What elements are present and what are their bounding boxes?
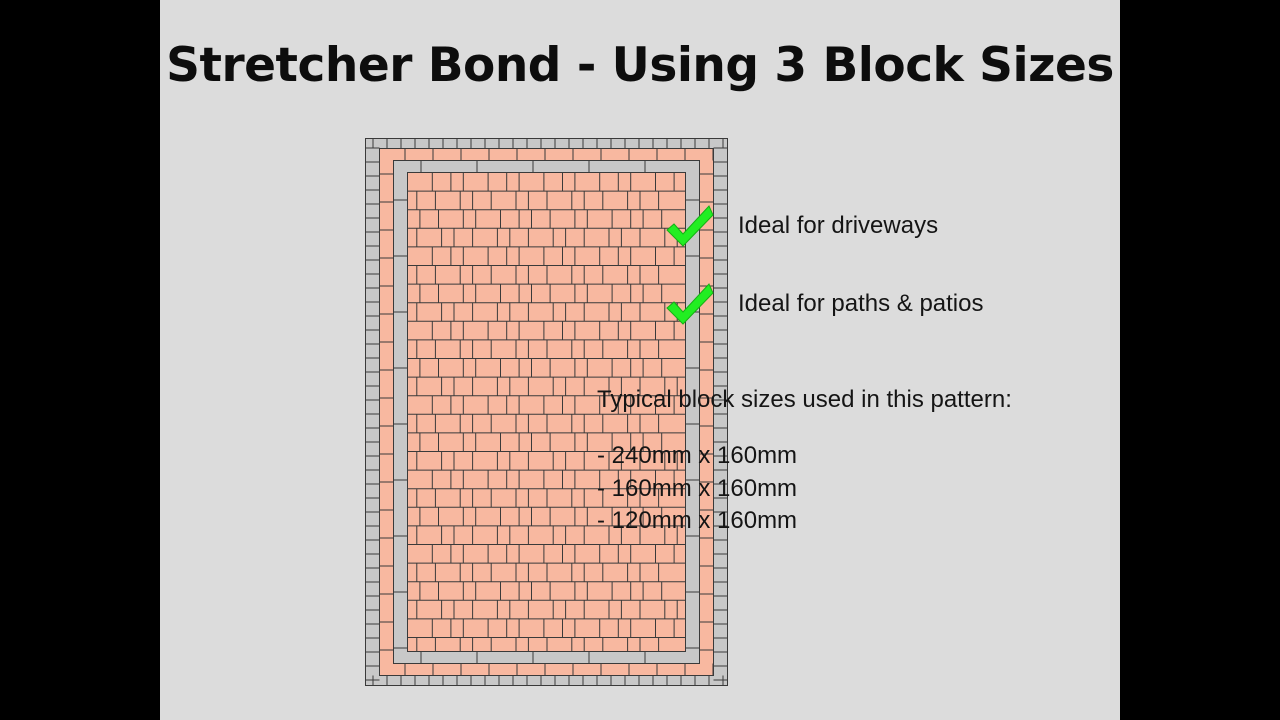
block-size-item: - 160mm x 160mm <box>597 474 798 502</box>
slide: Stretcher Bond - Using 3 Block Sizes Ide… <box>160 0 1120 720</box>
slide-title: Stretcher Bond - Using 3 Block Sizes <box>166 38 1114 93</box>
block-size-item: - 120mm x 160mm <box>597 507 798 534</box>
check-icon <box>666 205 714 247</box>
benefit-paths-patios: Ideal for paths & patios <box>665 282 983 326</box>
block-size-item: - 240mm x 160mm <box>597 442 798 469</box>
check-icon <box>666 283 714 325</box>
benefit-text-driveways: Ideal for driveways <box>738 212 939 239</box>
block-sizes-heading: Typical block sizes used in this pattern… <box>597 386 1012 413</box>
benefit-driveways: Ideal for driveways <box>665 204 938 248</box>
benefit-text-paths-patios: Ideal for paths & patios <box>738 290 984 317</box>
block-sizes-section: Typical block sizes used in this pattern… <box>597 386 1012 538</box>
